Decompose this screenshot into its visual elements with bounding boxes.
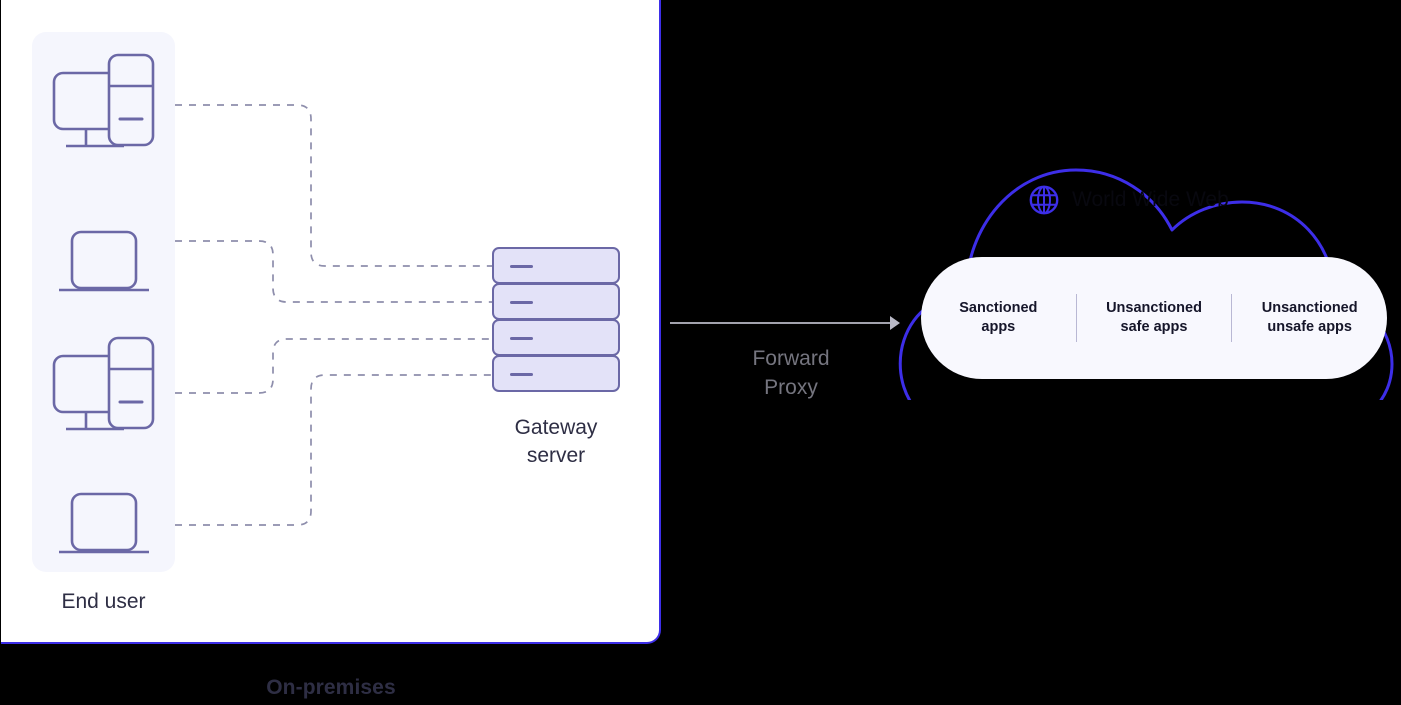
app-category-sanctioned-apps: Sanctioned apps <box>921 299 1076 337</box>
gateway-label-line2: server <box>526 444 586 467</box>
app-category-line2: unsafe apps <box>1267 319 1352 335</box>
app-category-line2: apps <box>981 319 1016 335</box>
device-icon-desktop-and-phone-2 <box>32 335 175 443</box>
forward-proxy-label: Forward Proxy <box>668 344 914 402</box>
device-icon-desktop-and-phone-1 <box>32 52 175 160</box>
apps-categories-panel: Sanctioned apps Unsanctioned safe apps U… <box>921 257 1387 379</box>
app-category-line2: safe apps <box>1120 319 1188 335</box>
server-slab-dash-icon <box>510 265 533 268</box>
apps-divider <box>1075 294 1077 342</box>
device-icon-laptop-1 <box>32 230 175 302</box>
app-category-unsanctioned-safe-apps: Unsanctioned safe apps <box>1077 299 1232 337</box>
apps-divider <box>1231 294 1233 342</box>
world-wide-web-title: World Wide Web <box>1028 184 1229 216</box>
gateway-server <box>492 247 620 392</box>
server-slab-dash-icon <box>510 301 533 304</box>
app-category-line1: Unsanctioned <box>1106 300 1202 316</box>
gateway-label-line1: Gateway <box>514 416 598 439</box>
server-slab-dash-icon <box>510 373 533 376</box>
end-user-device-panel <box>32 32 175 572</box>
device-icon-laptop-2 <box>32 492 175 564</box>
forward-proxy-label-line2: Proxy <box>764 376 818 399</box>
app-category-unsanctioned-unsafe-apps: Unsanctioned unsafe apps <box>1232 299 1387 337</box>
on-premises-caption: On-premises <box>266 676 396 699</box>
server-slab <box>492 247 620 284</box>
server-slab <box>492 283 620 320</box>
end-user-label: End user <box>61 590 146 613</box>
globe-icon <box>1029 185 1059 215</box>
server-slab <box>492 355 620 392</box>
app-category-line1: Sanctioned <box>959 300 1038 316</box>
app-category-line1: Unsanctioned <box>1261 300 1358 316</box>
server-slab <box>492 319 620 356</box>
world-wide-web-title-text: World Wide Web <box>1072 188 1229 211</box>
forward-proxy-arrow-icon <box>670 316 900 330</box>
gateway-server-label: Gateway server <box>492 414 620 470</box>
server-slab-dash-icon <box>510 337 533 340</box>
forward-proxy-label-line1: Forward <box>752 347 830 370</box>
